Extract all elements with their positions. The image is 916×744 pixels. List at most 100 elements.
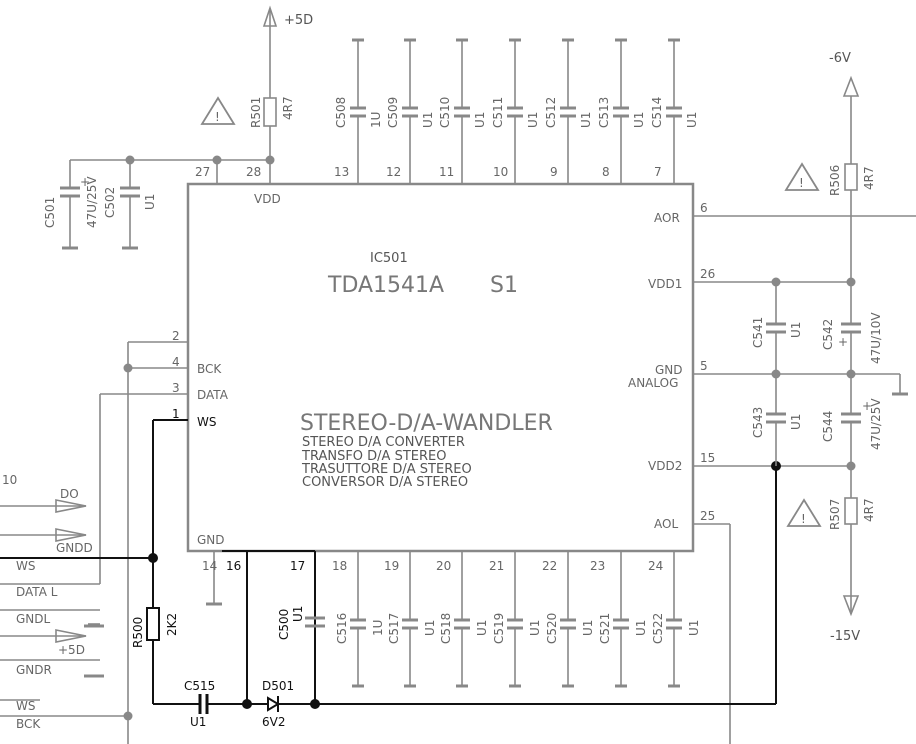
- svg-text:DATA L: DATA L: [16, 585, 58, 599]
- top-cap: C511 U1: [491, 38, 540, 184]
- pin-number: 16: [226, 559, 241, 573]
- svg-text:C519: C519: [492, 613, 506, 644]
- svg-text:C500: C500: [277, 609, 291, 640]
- top-cap: C512 U1: [544, 38, 593, 184]
- pin-number: 7: [654, 165, 662, 179]
- c502: C502 U1: [103, 160, 157, 250]
- svg-text:+5D: +5D: [284, 13, 313, 28]
- svg-text:C509: C509: [386, 97, 400, 128]
- pin-label-vdd1: VDD1: [648, 277, 682, 291]
- svg-text:U1: U1: [685, 112, 699, 128]
- svg-text:R501: R501: [249, 97, 263, 128]
- pin-label-gnd: GND: [197, 533, 225, 547]
- svg-text:C521: C521: [598, 613, 612, 644]
- pin-label-gnd-analog-2: ANALOG: [628, 376, 678, 390]
- bottom-cap: C516 1U: [335, 551, 385, 688]
- pin-number: 18: [332, 559, 347, 573]
- svg-text:!: !: [799, 176, 804, 190]
- pin-number: 22: [542, 559, 557, 573]
- c501: + C501 47U/25V: [43, 160, 99, 250]
- pin-label-gnd-analog-1: GND: [655, 363, 683, 377]
- svg-text:U1: U1: [581, 620, 595, 636]
- ic-subtitle-3: TRASUTTORE D/A STEREO: [301, 462, 472, 477]
- svg-text:DO: DO: [60, 487, 79, 501]
- ic-title: STEREO-D/A-WANDLER: [300, 411, 553, 436]
- pin-number: 11: [439, 165, 454, 179]
- svg-text:C502: C502: [103, 187, 117, 218]
- svg-text:+5D: +5D: [58, 643, 85, 657]
- warning-triangle-icon: !: [200, 96, 236, 125]
- pin-number: 27: [195, 165, 210, 179]
- svg-text:C508: C508: [334, 97, 348, 128]
- ic-ref: IC501: [370, 251, 408, 266]
- ic-subtitle-1: STEREO D/A CONVERTER: [302, 435, 465, 450]
- pin-label-aol: AOL: [654, 517, 678, 531]
- svg-text:C514: C514: [650, 97, 664, 128]
- pin-label-aor: AOR: [654, 211, 680, 225]
- bottom-cap-array: C516 1U C517 U1 C518 U1 C519 U1: [335, 551, 701, 688]
- svg-text:+: +: [80, 175, 90, 189]
- svg-text:U1: U1: [473, 112, 487, 128]
- svg-text:U1: U1: [190, 715, 206, 729]
- pin-number: 13: [334, 165, 349, 179]
- pin-number: 28: [246, 165, 261, 179]
- bottom-cap: C522 U1: [651, 551, 701, 688]
- pin-number: 25: [700, 509, 715, 523]
- top-cap: C513 U1: [597, 38, 646, 184]
- svg-text:+: +: [838, 335, 848, 349]
- bottom-cap: C518 U1: [439, 551, 489, 688]
- c541: C541 U1: [751, 282, 803, 374]
- svg-text:4R7: 4R7: [862, 166, 876, 190]
- pin-number: 8: [602, 165, 610, 179]
- pin-number: 4: [172, 355, 180, 369]
- svg-text:WS: WS: [16, 699, 35, 713]
- ic-subtitle-4: CONVERSOR D/A STEREO: [302, 475, 468, 490]
- pin-number: 26: [700, 267, 715, 281]
- pin-number: 10: [493, 165, 508, 179]
- right-pins: 6 26 5 15 25: [693, 201, 916, 744]
- pin-label-ws: WS: [197, 415, 216, 429]
- svg-text:6V2: 6V2: [262, 715, 285, 729]
- pin-number: 21: [489, 559, 504, 573]
- svg-text:C516: C516: [335, 613, 349, 644]
- svg-text:1U: 1U: [371, 620, 385, 636]
- top-pins: 27 28 13 12 11 10 9 8 7: [195, 160, 662, 184]
- svg-text:2K2: 2K2: [165, 613, 179, 636]
- top-cap: C510 U1: [438, 38, 487, 184]
- svg-text:GNDR: GNDR: [16, 663, 52, 677]
- svg-text:-6V: -6V: [829, 51, 851, 66]
- svg-text:C541: C541: [751, 317, 765, 348]
- pin-label-bck: BCK: [197, 362, 222, 376]
- svg-text:U1: U1: [526, 112, 540, 128]
- pin-number: 23: [590, 559, 605, 573]
- svg-text:+: +: [862, 399, 872, 413]
- svg-text:D501: D501: [262, 679, 294, 693]
- svg-text:U1: U1: [291, 606, 305, 622]
- pin-number: 24: [648, 559, 663, 573]
- svg-text:C518: C518: [439, 613, 453, 644]
- top-cap: C514 U1: [650, 38, 699, 184]
- pin-number: 9: [550, 165, 558, 179]
- svg-text:WS: WS: [16, 559, 35, 573]
- svg-text:C522: C522: [651, 613, 665, 644]
- top-cap-array: C508 1U C509 U1 C510 U1 C511 U1: [334, 38, 699, 184]
- bottom-cap: C519 U1: [492, 551, 542, 688]
- svg-text:U1: U1: [421, 112, 435, 128]
- svg-text:47U/25V: 47U/25V: [85, 176, 99, 228]
- pin-label-vdd2: VDD2: [648, 459, 682, 473]
- plus5-supply: +5D R501 4R7: [249, 5, 313, 160]
- bottom-cap: C520 U1: [545, 551, 595, 688]
- ic-subtitle-2: TRANSFO D/A STEREO: [301, 449, 446, 464]
- svg-text:C515: C515: [184, 679, 215, 693]
- top-cap: C508 1U: [334, 38, 383, 184]
- svg-text:-15V: -15V: [830, 629, 860, 644]
- left-bus: 10 DO GNDD WS DATA L GNDL +5D GNDR WS BC…: [0, 473, 158, 731]
- svg-text:C543: C543: [751, 407, 765, 438]
- svg-text:U1: U1: [634, 620, 648, 636]
- pin-number: 12: [386, 165, 401, 179]
- svg-text:C517: C517: [387, 613, 401, 644]
- pin-number: 6: [700, 201, 708, 215]
- svg-text:U1: U1: [475, 620, 489, 636]
- pin-number: 1: [172, 407, 180, 421]
- svg-text:C512: C512: [544, 97, 558, 128]
